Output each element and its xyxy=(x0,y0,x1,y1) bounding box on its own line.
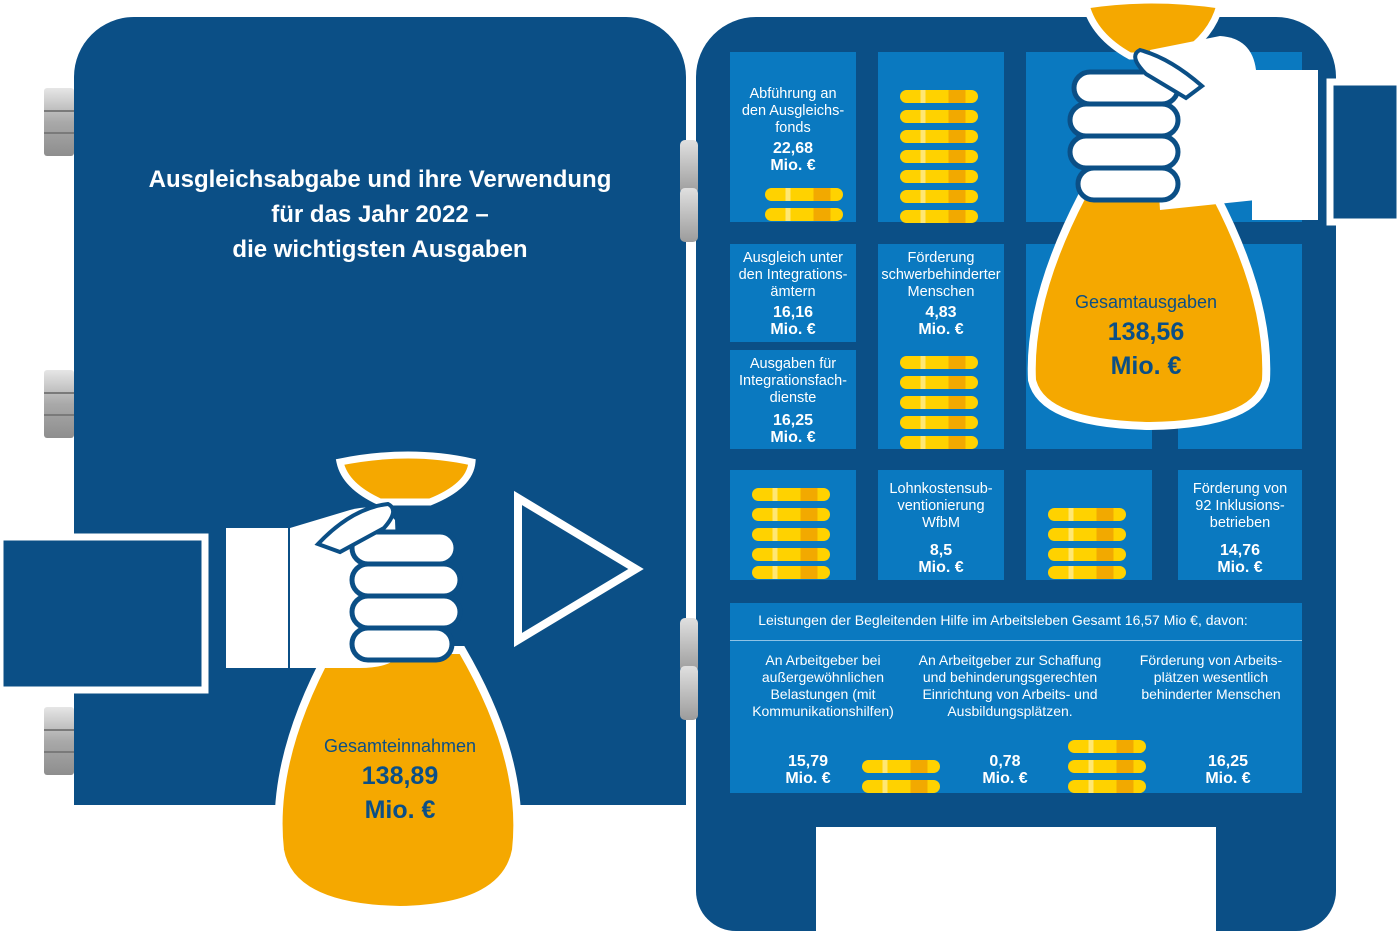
coin-icon xyxy=(900,90,978,103)
support-item-label: An Arbeitgeber zur Schaffung und behinde… xyxy=(918,652,1102,719)
item-label: Lohnkostensub- ventionierung WfbM xyxy=(889,481,993,531)
coin-icon xyxy=(900,150,978,163)
coin-icon xyxy=(1068,740,1146,753)
coin-icon xyxy=(1068,780,1146,793)
item-label: Ausgaben für Integrationsfach- dienste xyxy=(738,356,847,406)
coin-icon xyxy=(752,566,830,579)
cell-r2c1 xyxy=(730,244,856,342)
support-item-label: Förderung von Arbeits- plätzen wesentlic… xyxy=(1139,652,1283,702)
cell-r4c3 xyxy=(1026,470,1152,580)
item-label: Abführung an den Ausgleichs- fonds xyxy=(741,86,845,136)
cabinet-leg-right xyxy=(1216,826,1336,931)
cell-r4c4 xyxy=(1178,470,1302,580)
item-value: 16,25 Mio. € xyxy=(770,412,816,446)
support-item-value: 0,78 Mio. € xyxy=(982,753,1028,787)
item-value: 14,76 Mio. € xyxy=(1217,542,1263,576)
coin-icon xyxy=(900,396,978,409)
coin-icon xyxy=(900,436,978,449)
support-divider xyxy=(730,640,1302,641)
coin-icon xyxy=(1048,528,1126,541)
expenses-hand-bag-icon xyxy=(1027,0,1400,430)
cell-r2c2 xyxy=(878,244,1004,449)
hinge-right-2 xyxy=(680,188,698,242)
coin-icon xyxy=(900,170,978,183)
support-header: Leistungen der Begleitenden Hilfe im Arb… xyxy=(758,612,1248,628)
coin-icon xyxy=(752,548,830,561)
coin-icon xyxy=(900,210,978,223)
income-label: Gesamteinnahmen xyxy=(323,736,477,756)
coin-icon xyxy=(862,780,940,793)
item-value: 4,83 Mio. € xyxy=(918,304,964,338)
coin-icon xyxy=(900,416,978,429)
coin-icon xyxy=(765,188,843,201)
coin-icon xyxy=(752,528,830,541)
coin-icon xyxy=(1048,508,1126,521)
income-value: 138,89 xyxy=(361,762,439,790)
cell-r3c1 xyxy=(730,350,856,449)
expenses-label: Gesamtausgaben xyxy=(1074,292,1218,312)
coin-icon xyxy=(900,190,978,203)
support-item-label: An Arbeitgeber bei außergewöhnlichen Bel… xyxy=(752,652,894,719)
income-hand-bag-icon xyxy=(0,451,522,915)
income-unit: Mio. € xyxy=(364,796,436,824)
item-value: 16,16 Mio. € xyxy=(770,304,816,338)
coin-icon xyxy=(752,508,830,521)
coin-icon xyxy=(900,110,978,123)
hinge-right-1 xyxy=(680,140,698,194)
support-item-value: 16,25 Mio. € xyxy=(1205,753,1251,787)
hinge-top-left xyxy=(44,88,74,156)
item-value: 8,5 Mio. € xyxy=(918,542,964,576)
hinge-middle-left xyxy=(44,370,74,438)
coin-icon xyxy=(862,760,940,773)
cell-r4c2 xyxy=(878,470,1004,580)
coin-icon xyxy=(900,376,978,389)
cabinet-leg-left xyxy=(696,826,816,931)
item-label: Förderung von 92 Inklusions- betrieben xyxy=(1192,481,1288,531)
page-title: Ausgleichsabgabe und ihre Verwendung für… xyxy=(148,166,612,263)
coin-icon xyxy=(752,488,830,501)
cell-r4c1 xyxy=(730,470,856,580)
expenses-value: 138,56 xyxy=(1107,318,1185,346)
item-label: Ausgleich unter den Integrations- ämtern xyxy=(738,250,848,300)
arrow-right-icon xyxy=(514,490,644,648)
item-label: Förderung schwerbehinderter Menschen xyxy=(881,250,1001,300)
support-panel xyxy=(730,603,1302,793)
hinge-right-3 xyxy=(680,618,698,672)
coin-icon xyxy=(1048,548,1126,561)
item-value: 22,68 Mio. € xyxy=(770,140,816,174)
coin-icon xyxy=(1048,566,1126,579)
coin-icon xyxy=(900,130,978,143)
coin-icon xyxy=(1068,760,1146,773)
hinge-bottom-left xyxy=(44,707,74,775)
coin-icon xyxy=(765,208,843,221)
coin-icon xyxy=(900,356,978,369)
expenses-unit: Mio. € xyxy=(1110,352,1182,380)
hinge-right-4 xyxy=(680,666,698,720)
support-item-value: 15,79 Mio. € xyxy=(785,753,831,787)
